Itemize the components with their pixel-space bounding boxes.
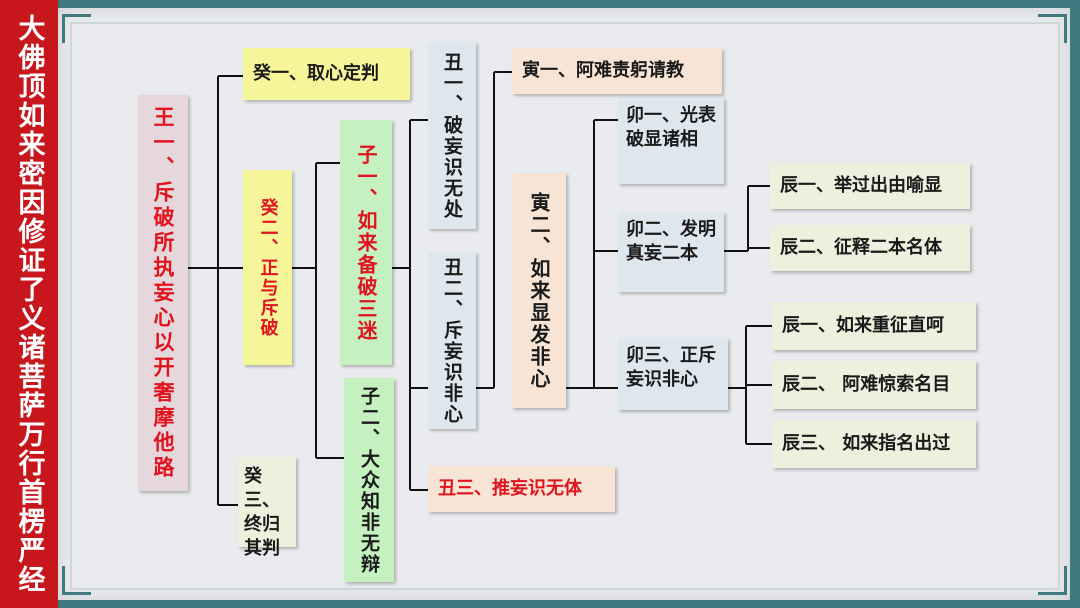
node-chou2: 丑二、斥妄识非心 (428, 252, 476, 429)
corner-ornament-bl (62, 566, 91, 595)
node-chen3-2: 辰二、 阿难惊索名目 (772, 361, 976, 409)
node-gui1: 癸一、取心定判 (243, 48, 410, 100)
node-yin1: 寅一、阿难责躬请教 (512, 48, 722, 94)
node-ren1: 王一、斥破所执妄心以开奢摩他路 (138, 95, 188, 491)
node-zi1: 子一、如来备破三迷 (340, 120, 392, 365)
node-gui3: 癸三、终归其判 (238, 457, 296, 559)
node-yin2: 寅二、如来显发非心 (512, 173, 566, 408)
node-chen3-1: 辰一、如来重征直呵 (772, 302, 976, 350)
corner-ornament-tr (1038, 14, 1067, 43)
node-chen2-1: 辰一、举过出由喻显 (770, 163, 970, 209)
node-zi2: 子二、大众知非无辩 (344, 378, 394, 582)
node-mao2: 卯二、发明真妄二本 (618, 212, 724, 292)
decorative-frame (70, 22, 1060, 590)
node-chen2-2: 辰二、征释二本名体 (770, 225, 970, 271)
node-mao3: 卯三、正斥妄识非心 (618, 338, 728, 410)
node-mao1: 卯一、光表破显诸相 (618, 98, 724, 184)
node-chen3-3: 辰三、 如来指名出过 (772, 420, 976, 468)
corner-ornament-tl (62, 14, 91, 43)
node-chou1: 丑一、破妄识无处 (428, 42, 476, 229)
sidebar-title: 大佛顶如来密因修证了义诸菩萨万行首楞严经 (13, 14, 45, 594)
sidebar: 大佛顶如来密因修证了义诸菩萨万行首楞严经 (0, 0, 58, 608)
corner-ornament-br (1038, 566, 1067, 595)
node-chou3: 丑三、推妄识无体 (428, 466, 615, 512)
node-gui2: 癸二、正与斥破 (243, 170, 292, 365)
